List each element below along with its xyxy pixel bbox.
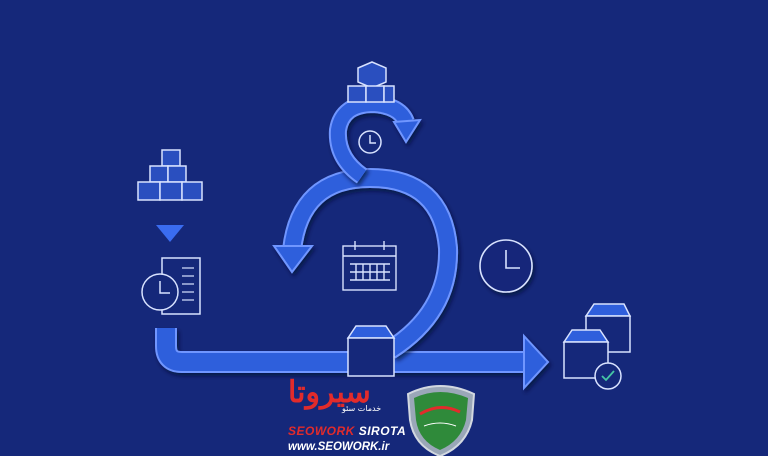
check-icon	[601, 370, 615, 382]
logo-persian-tagline: خدمات سئو	[342, 404, 382, 413]
logo-persian-name: سیروتا	[288, 375, 371, 410]
product-backlog-boxes-icon	[137, 149, 203, 201]
logo-latin-red: SEOWORK	[288, 424, 355, 438]
sprint-loop-arrow	[272, 167, 459, 359]
daily-loop-arrow	[328, 94, 422, 184]
logo-url: www.SEOWORK.ir	[288, 441, 390, 453]
document-clock-icon	[141, 257, 201, 315]
clock-icon	[479, 239, 533, 293]
shield-logo-icon	[406, 385, 476, 456]
main-flow-arrow	[155, 328, 550, 391]
sprint-backlog-boxes-icon	[347, 61, 395, 103]
logo-latin-name: SEOWORK SIROTA	[288, 424, 408, 438]
daily-clock-icon	[358, 130, 382, 154]
increment-box-icon	[346, 325, 396, 377]
logo-latin-white: SIROTA	[358, 424, 407, 438]
delivered-boxes-icon	[562, 303, 632, 390]
calendar-icon	[342, 241, 397, 291]
down-triangle-icon	[156, 225, 184, 242]
